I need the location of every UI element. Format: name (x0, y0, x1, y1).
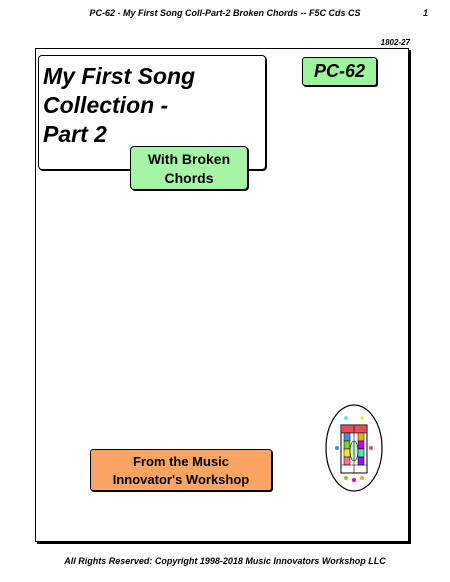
page-number: 1 (422, 8, 428, 18)
copyright-footer: All Rights Reserved: Copyright 1998-2018… (64, 556, 386, 566)
pc-badge: PC-62 (302, 57, 377, 86)
title-line-3: Part 2 (43, 121, 107, 147)
subtitle-line-2: Chords (164, 170, 214, 186)
publisher-line-1: From the Music (132, 454, 230, 469)
code-number: 1802-27 (380, 38, 410, 47)
title-line-2: Collection - (43, 92, 169, 118)
subtitle-line-1: With Broken (147, 151, 231, 167)
publisher-box: From the Music Innovator's Workshop (90, 449, 272, 491)
music-innovators-logo-icon (325, 404, 383, 492)
subtitle-box: With Broken Chords (130, 146, 248, 190)
title-line-1: My First Song (43, 63, 196, 89)
header-title: PC-62 - My First Song Coll-Part-2 Broken… (89, 8, 361, 18)
publisher-line-2: Innovator's Workshop (112, 472, 250, 487)
page-header: PC-62 - My First Song Coll-Part-2 Broken… (0, 8, 450, 22)
